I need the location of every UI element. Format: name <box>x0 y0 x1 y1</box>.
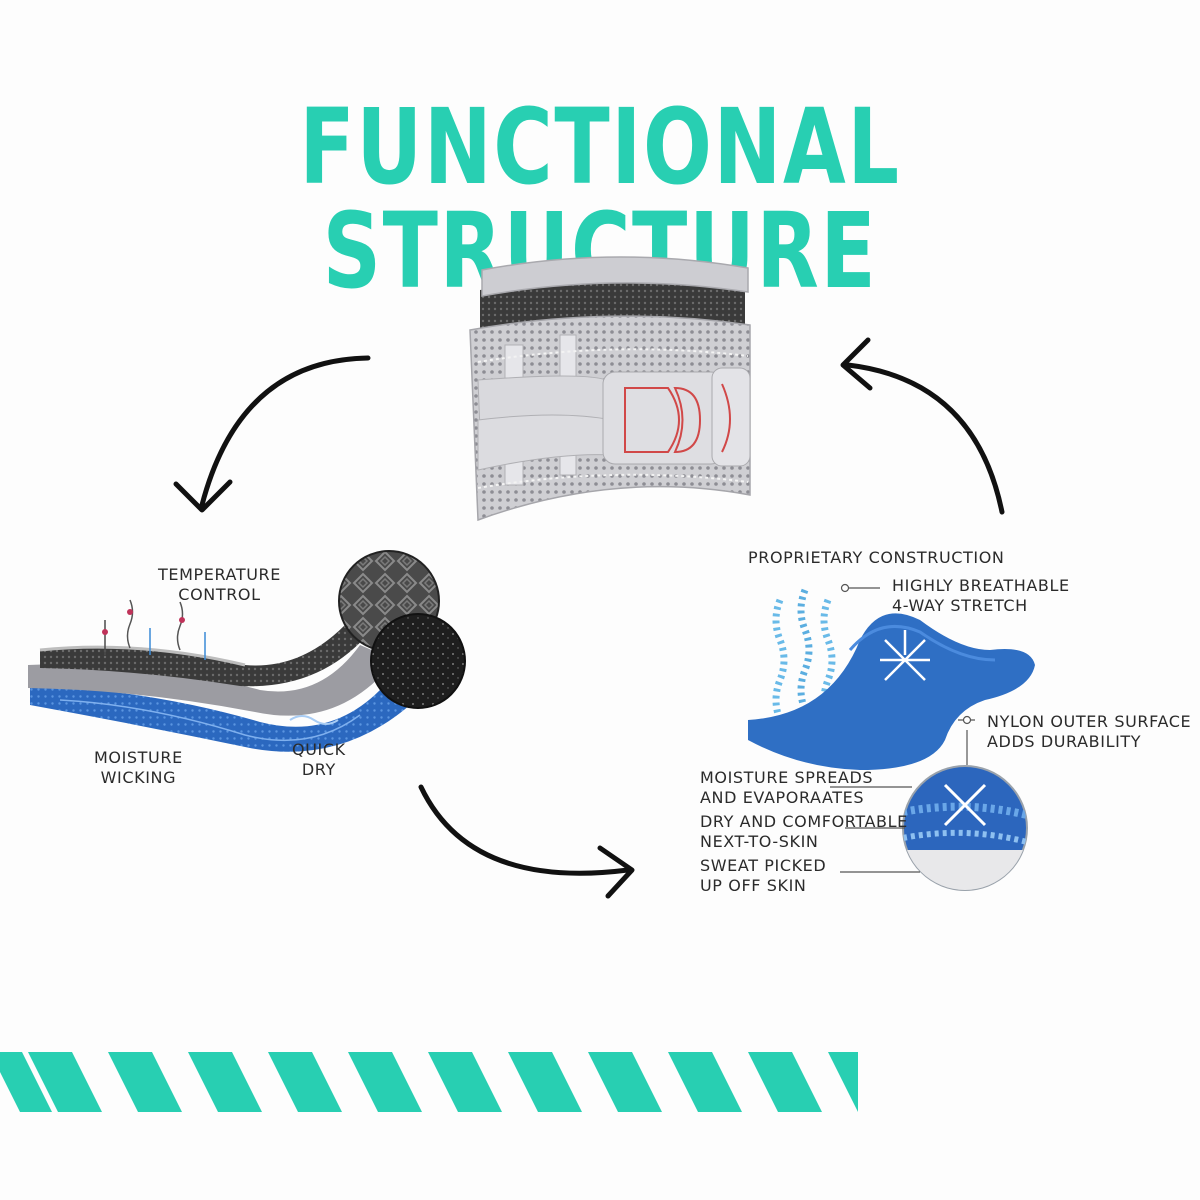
fabric-texture-circle <box>338 550 466 709</box>
temperature-control-label: TEMPERATURE CONTROL <box>158 565 281 604</box>
curved-arrow-icon <box>173 337 1005 899</box>
quick-dry-label: QUICK DRY <box>292 740 346 779</box>
moisture-spreads-label: MOISTURE SPREADS AND EVAPORAATES <box>700 768 874 807</box>
nylon-outer-label: NYLON OUTER SURFACE ADDS DURABILITY <box>987 712 1192 751</box>
proprietary-construction-label: PROPRIETARY CONSTRUCTION <box>748 548 1005 567</box>
highly-breathable-label: HIGHLY BREATHABLE 4-WAY STRETCH <box>892 576 1070 615</box>
fabric-layers-illustration <box>748 583 1035 891</box>
moisture-wicking-label: MOISTURE WICKING <box>94 748 183 787</box>
back-brace-image <box>469 256 751 522</box>
sweat-picked-label: SWEAT PICKED UP OFF SKIN <box>700 856 827 895</box>
dry-comfortable-label: DRY AND COMFORTABLE NEXT-TO-SKIN <box>700 812 908 851</box>
page-title: FUNCTIONAL STRUCTURE <box>299 86 901 312</box>
accent-stripe-band <box>0 1052 858 1112</box>
fabric-layers-illustration <box>28 599 410 752</box>
